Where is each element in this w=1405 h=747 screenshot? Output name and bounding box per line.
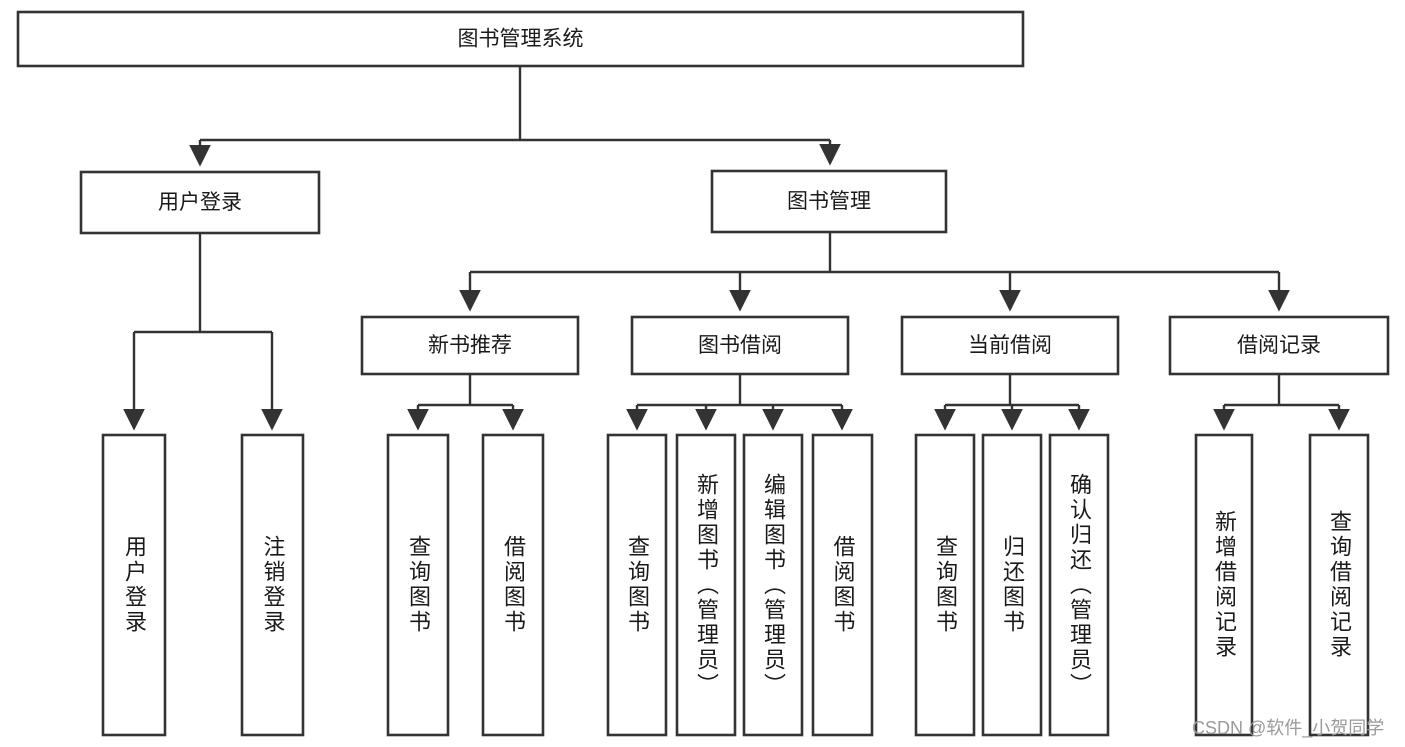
connector-group-book-borrow xyxy=(626,374,853,431)
node-label-user-login: 用户登录 xyxy=(158,191,242,214)
node-boxes-layer xyxy=(16,10,1390,737)
node-leaf-user-login[interactable] xyxy=(101,433,167,737)
watermark: CSDN @软件_小贺同学 xyxy=(1192,718,1385,738)
connector-group-current-borrow xyxy=(934,374,1090,431)
node-leaf-confirm-return-admin[interactable] xyxy=(1048,433,1110,737)
connector-group-book-management xyxy=(459,232,1290,312)
node-leaf-add-book-admin[interactable] xyxy=(675,433,737,737)
node-leaf-borrow-book-1[interactable] xyxy=(481,433,545,737)
node-label-book-borrow: 图书借阅 xyxy=(698,334,782,357)
node-leaf-borrow-book-2[interactable] xyxy=(811,433,874,737)
node-user-login[interactable] xyxy=(79,170,321,235)
node-label-borrow-record: 借阅记录 xyxy=(1237,334,1321,357)
node-book-management[interactable] xyxy=(710,169,948,234)
connector-group-root xyxy=(189,66,841,167)
node-leaf-user-logout[interactable] xyxy=(240,433,305,737)
connector-group-borrow-record xyxy=(1213,374,1350,431)
connector-group-new-book-recommend xyxy=(407,374,524,431)
connector-group-user-login xyxy=(123,233,283,431)
node-new-book-recommend[interactable] xyxy=(360,315,580,376)
node-label-book-management: 图书管理 xyxy=(787,190,871,213)
node-leaf-query-book-2[interactable] xyxy=(606,433,668,737)
node-current-borrow[interactable] xyxy=(900,315,1120,376)
node-leaf-query-book-1[interactable] xyxy=(386,433,450,737)
node-leaf-query-book-3[interactable] xyxy=(914,433,976,737)
node-borrow-record[interactable] xyxy=(1168,315,1390,376)
node-book-borrow[interactable] xyxy=(630,315,850,376)
node-leaf-return-book[interactable] xyxy=(981,433,1043,737)
node-leaf-query-borrow-record[interactable] xyxy=(1308,433,1370,737)
node-leaf-edit-book-admin[interactable] xyxy=(742,433,804,737)
node-title-label: 图书管理系统 xyxy=(458,28,584,51)
node-label-new-book-recommend: 新书推荐 xyxy=(428,334,512,357)
node-label-current-borrow: 当前借阅 xyxy=(968,334,1052,357)
node-title-box[interactable] xyxy=(16,10,1025,68)
node-leaf-add-borrow-record[interactable] xyxy=(1194,433,1254,737)
